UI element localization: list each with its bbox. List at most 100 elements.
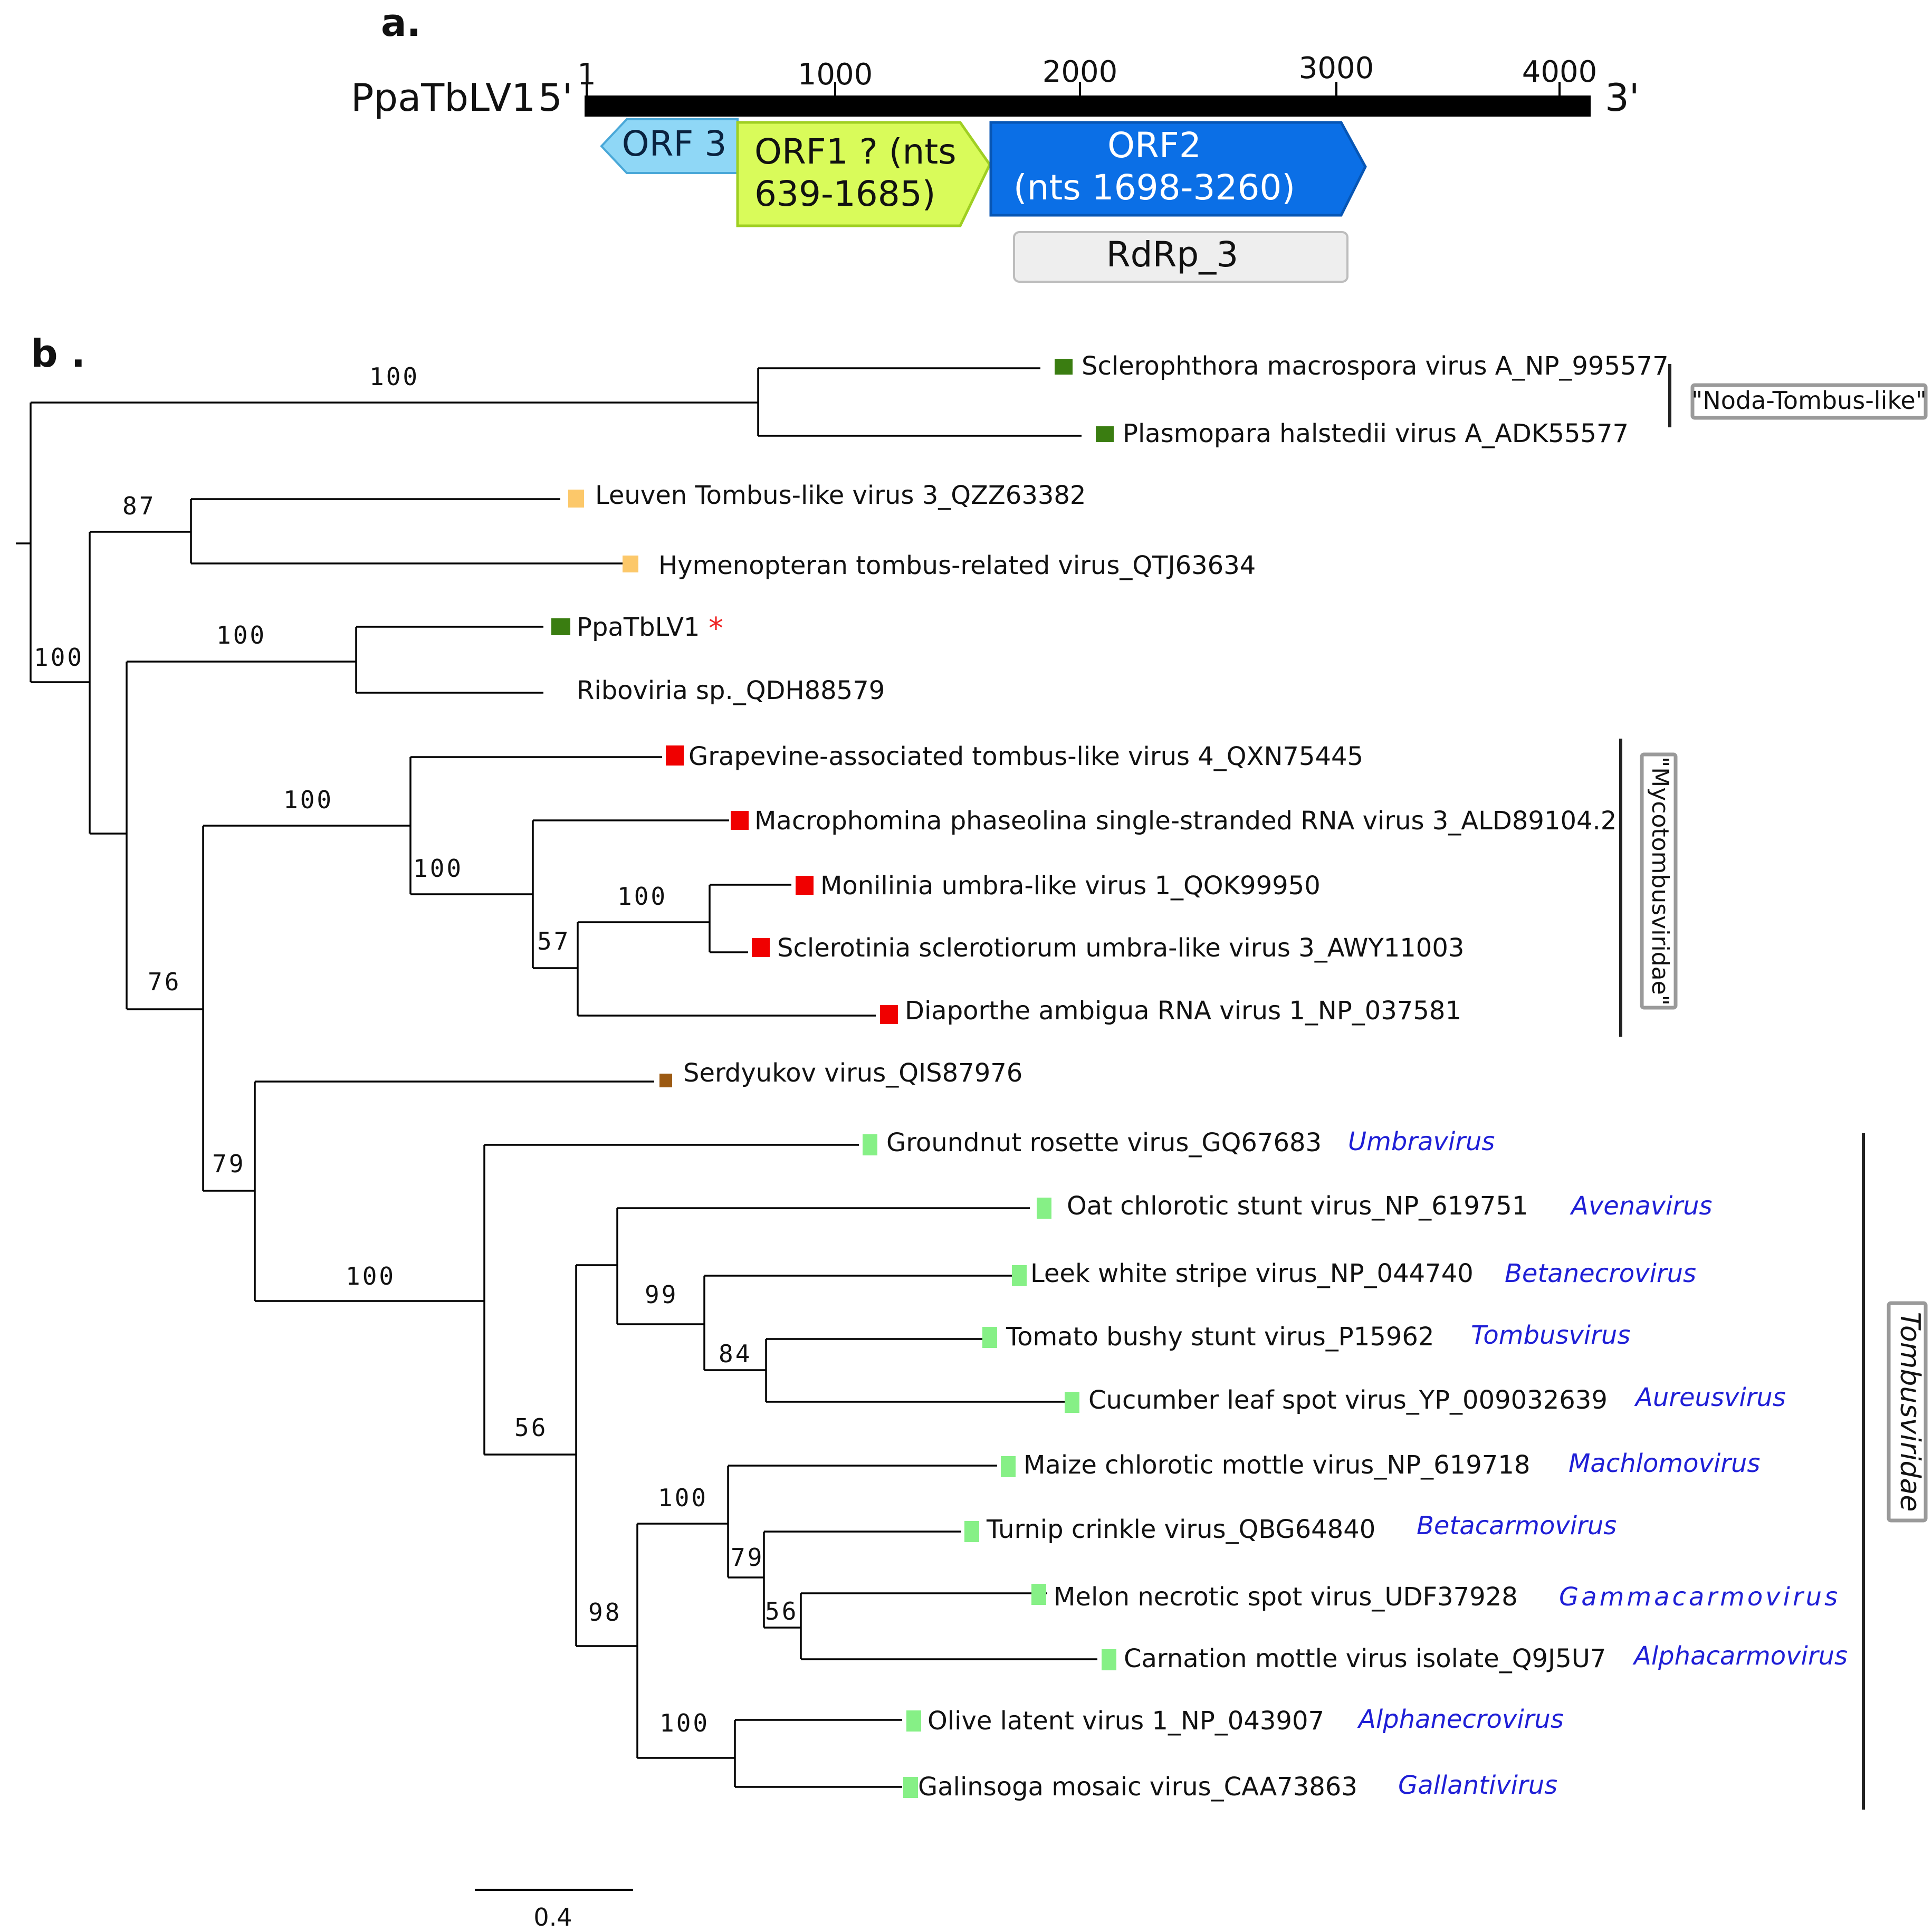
clade-label-box xyxy=(1887,1301,1928,1523)
panel-a: a. PpaTbLV1 5' 3' 1 1000 2000 3000 4000 … xyxy=(351,1,1640,283)
genome-ruler: 1 1000 2000 3000 4000 xyxy=(577,51,1597,95)
genus-label: Betanecrovirus xyxy=(1505,1259,1696,1288)
orf2-label-line2: (nts 1698-3260) xyxy=(1013,167,1295,208)
taxon-label: Groundnut rosette virus_GQ67683 xyxy=(886,1128,1322,1158)
ruler-tick-label: 2000 xyxy=(1042,55,1118,89)
taxon-label: Turnip crinkle virus_QBG64840 xyxy=(986,1515,1375,1544)
clade-annotations: "Noda-Tombus-like" "Mycotombusviridae" T… xyxy=(1619,364,1928,1810)
rdrp-domain-label: RdRp_3 xyxy=(1106,234,1239,275)
taxon-label: Cucumber leaf spot virus_YP_009032639 xyxy=(1088,1385,1608,1415)
genus-label: Gammacarmovirus xyxy=(1559,1582,1840,1612)
taxon-marker xyxy=(623,556,638,572)
genus-label: Avenavirus xyxy=(1570,1191,1713,1221)
taxon-marker xyxy=(796,876,814,895)
taxon-marker xyxy=(1001,1456,1016,1477)
bootstrap-value: 100 xyxy=(658,1484,708,1512)
bootstrap-value: 100 xyxy=(659,1709,710,1737)
genome-bar xyxy=(585,95,1591,117)
clade-label-box xyxy=(1690,383,1928,420)
orf3-arrow: ORF 3 xyxy=(600,118,739,174)
taxon-label: Melon necrotic spot virus_UDF37928 xyxy=(1054,1582,1518,1612)
taxon-marker xyxy=(1012,1265,1027,1286)
bootstrap-value: 100 xyxy=(216,621,266,649)
taxon-marker xyxy=(982,1327,997,1348)
bootstrap-value: 98 xyxy=(588,1598,621,1627)
orf1-shape xyxy=(736,121,991,227)
taxon-marker xyxy=(1031,1584,1046,1605)
bootstrap-value: 100 xyxy=(346,1262,396,1290)
taxon-label: Hymenopteran tombus-related virus_QTJ636… xyxy=(658,551,1256,580)
taxon-marker xyxy=(752,938,770,957)
panel-b: b . xyxy=(16,331,1928,1931)
taxa-labels: Sclerophthora macrospora virus A_NP_9955… xyxy=(551,351,1848,1802)
taxon-label: Oat chlorotic stunt virus_NP_619751 xyxy=(1067,1191,1528,1221)
taxon-label: Sclerophthora macrospora virus A_NP_9955… xyxy=(1082,351,1669,381)
clade-label: "Mycotombusviridae" xyxy=(1647,757,1673,1006)
taxon-marker xyxy=(551,618,570,635)
ruler-tick-label: 4000 xyxy=(1522,55,1598,89)
bootstrap-value: 79 xyxy=(212,1150,245,1178)
taxon-marker xyxy=(880,1005,898,1024)
orf3-label: ORF 3 xyxy=(622,123,727,164)
genus-label: Gallantivirus xyxy=(1398,1771,1557,1800)
orf1-label-line1: ORF1 ? (nts xyxy=(754,131,957,172)
taxon-label: Leek white stripe virus_NP_044740 xyxy=(1030,1259,1474,1288)
clade-label: "Noda-Tombus-like" xyxy=(1691,386,1927,415)
genus-label: Machlomovirus xyxy=(1568,1449,1760,1478)
bootstrap-value: 76 xyxy=(148,968,181,996)
genus-label: Umbravirus xyxy=(1348,1127,1495,1156)
clade-label: Tombusviridae xyxy=(1894,1312,1926,1512)
taxon-marker xyxy=(964,1521,979,1542)
rdrp-domain: RdRp_3 xyxy=(1013,231,1348,283)
taxon-marker xyxy=(863,1134,877,1155)
panel-a-label: a. xyxy=(381,1,421,45)
taxon-marker xyxy=(903,1777,918,1798)
genus-label: Tombusvirus xyxy=(1471,1321,1630,1350)
taxon-marker xyxy=(731,811,749,830)
taxon-label: Tomato bushy stunt virus_P15962 xyxy=(1006,1322,1434,1352)
taxon-label: Riboviria sp._QDH88579 xyxy=(577,676,885,705)
orf1-label-line2: 639-1685) xyxy=(754,174,936,214)
ruler-tick-label: 1 xyxy=(577,58,596,92)
three-prime-label: 3' xyxy=(1605,75,1640,120)
bootstrap-value: 100 xyxy=(617,882,667,911)
bootstrap-value: 100 xyxy=(34,643,84,672)
taxon-label: Leuven Tombus-like virus 3_QZZ63382 xyxy=(595,481,1086,510)
taxon-label: Macrophomina phaseolina single-stranded … xyxy=(754,806,1617,836)
orf2-arrow: ORF2 (nts 1698-3260) xyxy=(989,121,1367,217)
scale-bar-label: 0.4 xyxy=(533,1903,572,1931)
phylogenetic-tree xyxy=(16,367,1097,1788)
taxon-label: Carnation mottle virus isolate_Q9J5U7 xyxy=(1124,1644,1606,1673)
bootstrap-value: 56 xyxy=(765,1597,798,1625)
orf2-shape xyxy=(989,121,1367,217)
taxon-marker xyxy=(1065,1392,1079,1413)
scale-bar: 0.4 xyxy=(475,1889,633,1931)
bootstrap-value: 84 xyxy=(719,1340,752,1368)
bootstrap-value: 56 xyxy=(514,1413,548,1442)
rdrp-domain-box xyxy=(1013,231,1348,283)
taxon-label: Grapevine-associated tombus-like virus 4… xyxy=(688,742,1363,771)
taxon-marker xyxy=(666,745,684,766)
taxon-label: Maize chlorotic mottle virus_NP_619718 xyxy=(1024,1450,1530,1480)
taxon-marker xyxy=(1102,1649,1116,1670)
taxon-label: PpaTbLV1 xyxy=(577,613,700,642)
genus-label: Aureusvirus xyxy=(1634,1383,1786,1412)
taxon-label: Sclerotinia sclerotiorum umbra-like viru… xyxy=(777,933,1464,963)
genus-label: Alphacarmovirus xyxy=(1632,1641,1848,1671)
panel-b-label: b . xyxy=(31,331,85,376)
taxon-label: Galinsoga mosaic virus_CAA73863 xyxy=(918,1772,1357,1802)
clade-label-box xyxy=(1640,752,1678,1010)
orf2-label-line1: ORF2 xyxy=(1107,125,1201,166)
taxon-marker xyxy=(906,1710,921,1732)
bootstrap-value: 100 xyxy=(413,854,463,883)
genus-label: Betacarmovirus xyxy=(1417,1511,1617,1541)
taxon-marker xyxy=(1055,359,1073,375)
five-prime-label: 5' xyxy=(538,75,573,120)
genus-label: Alphanecrovirus xyxy=(1357,1705,1564,1734)
genome-name: PpaTbLV1 xyxy=(351,75,535,120)
taxon-label: Monilinia umbra-like virus 1_QOK99950 xyxy=(820,871,1321,901)
bootstrap-value: 87 xyxy=(122,492,156,520)
ruler-tick-label: 3000 xyxy=(1299,51,1374,85)
bootstrap-value: 57 xyxy=(537,927,570,955)
